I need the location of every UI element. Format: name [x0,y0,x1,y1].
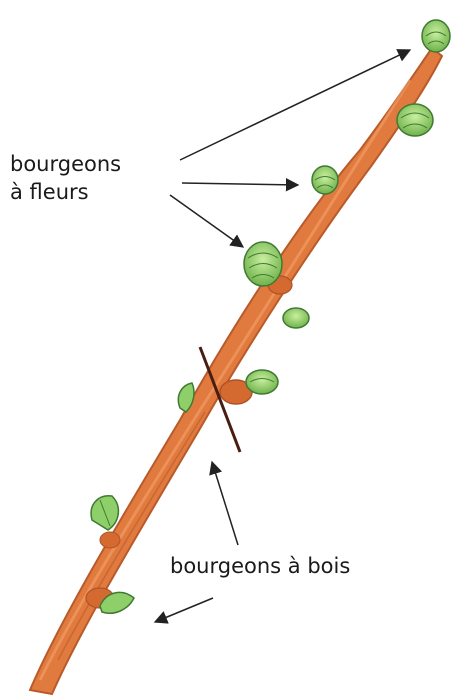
branch [30,48,442,694]
wood-bud-lower-left [91,496,118,530]
flower-bud-large [244,242,282,286]
flower-buds-label-line2: à fleurs [10,178,121,206]
flower-bud-mid [312,166,338,194]
flower-bud-at-cut [246,370,278,394]
arrow-to-large-bud [170,195,243,247]
arrow-to-mid-bud [182,183,298,185]
wood-buds-label: bourgeons à bois [170,552,350,580]
flower-buds-label: bourgeons à fleurs [10,150,121,206]
flower-bud-small-right [283,308,309,328]
arrow-to-bottom-bud [155,598,213,622]
flower-bud-top [422,20,450,52]
flower-bud-right [397,104,433,136]
arrow-to-cut [212,462,238,545]
flower-buds-label-line1: bourgeons [10,150,121,178]
